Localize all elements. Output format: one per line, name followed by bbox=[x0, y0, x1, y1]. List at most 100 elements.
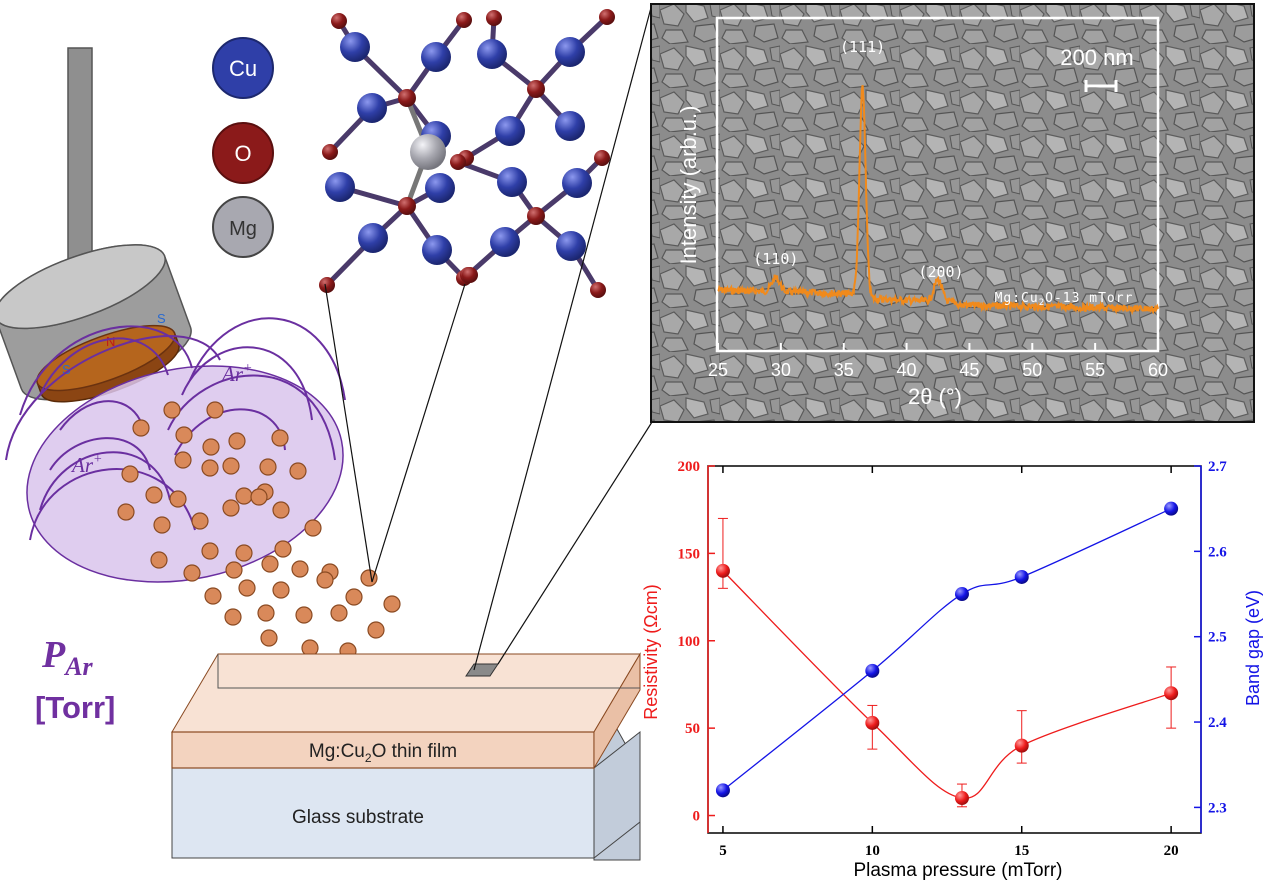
atom-legend: Cu O Mg bbox=[212, 37, 274, 258]
sputtered-atom bbox=[169, 490, 187, 508]
cu-atom bbox=[425, 173, 455, 203]
xrd-pattern-line bbox=[717, 85, 1159, 316]
sputtered-atom bbox=[330, 604, 348, 622]
chart-plot-area bbox=[707, 465, 1202, 834]
xrd-x-label: 2θ (°) bbox=[908, 384, 962, 409]
sputtered-atom bbox=[175, 426, 193, 444]
sputtered-atom bbox=[145, 486, 163, 504]
xrd-y-label: Intensity (arb.u.) bbox=[676, 106, 701, 265]
bandgap-point bbox=[865, 663, 880, 678]
chart-y-right-tick-label: 2.6 bbox=[1208, 544, 1227, 560]
ion-label-right: Ar+ bbox=[220, 361, 252, 386]
plasma-region bbox=[26, 365, 344, 583]
cu-atom bbox=[421, 42, 451, 72]
sputtered-atom bbox=[257, 604, 275, 622]
magnetron-target: S N S bbox=[0, 47, 192, 403]
thin-film-front bbox=[171, 731, 595, 769]
xrd-peak-label: (111) bbox=[840, 38, 885, 56]
sputtered-atom bbox=[238, 579, 256, 597]
bandgap-point bbox=[1014, 569, 1029, 584]
cu-atom bbox=[497, 167, 527, 197]
xrd-x-tick-label: 45 bbox=[959, 360, 979, 380]
sputtered-atom bbox=[150, 551, 168, 569]
sputtered-atom bbox=[259, 458, 277, 476]
sputtered-atom bbox=[191, 512, 209, 530]
chart-y-left-tick-label: 150 bbox=[678, 546, 701, 562]
bandgap-point bbox=[954, 587, 969, 602]
sputtered-atom bbox=[295, 606, 313, 624]
plasma-cloud: Ar+ Ar+ bbox=[5, 317, 346, 583]
cu-atom bbox=[325, 172, 355, 202]
sputtered-atom bbox=[201, 459, 219, 477]
cu-atom bbox=[555, 111, 585, 141]
chart-y-right-tick-label: 2.4 bbox=[1208, 715, 1227, 731]
scale-bar-label: 200 nm bbox=[1060, 45, 1133, 70]
cu-atom bbox=[490, 227, 520, 257]
bandgap-point bbox=[715, 783, 730, 798]
cu-atom bbox=[495, 116, 525, 146]
o-atom bbox=[486, 10, 502, 26]
xrd-x-tick-label: 30 bbox=[771, 360, 791, 380]
sputtered-atom bbox=[174, 451, 192, 469]
xrd-peak-label: (200) bbox=[918, 263, 963, 281]
sputtered-atom bbox=[383, 595, 401, 613]
magnetron-shaft bbox=[67, 47, 93, 281]
o-atom bbox=[456, 12, 472, 28]
mg-atom bbox=[410, 134, 446, 170]
sputtered-atom bbox=[272, 581, 290, 599]
o-atom bbox=[398, 89, 416, 107]
o-atom bbox=[319, 277, 335, 293]
cu-atom bbox=[562, 168, 592, 198]
chart-y-left-label: Resistivity (Ωcm) bbox=[641, 584, 661, 719]
sputtered-atom bbox=[121, 465, 139, 483]
sputtered-atom bbox=[183, 564, 201, 582]
sputtered-atom bbox=[316, 571, 334, 589]
sputtered-atom bbox=[225, 561, 243, 579]
pressure-unit: [Torr] bbox=[35, 690, 115, 725]
bandgap-point bbox=[1164, 501, 1179, 516]
pressure-symbol: PAr bbox=[41, 634, 94, 681]
cu-atom bbox=[358, 223, 388, 253]
sputtered-atom bbox=[117, 503, 135, 521]
xrd-x-tick-label: 25 bbox=[708, 360, 728, 380]
sputtered-atom bbox=[272, 501, 290, 519]
sputtered-atom bbox=[345, 588, 363, 606]
zoom-lines bbox=[324, 3, 653, 671]
sputtered-atom bbox=[304, 519, 322, 537]
sputtered-atom bbox=[274, 540, 292, 558]
chart-y-left-tick-label: 100 bbox=[678, 634, 701, 650]
xrd-x-tick-label: 55 bbox=[1085, 360, 1105, 380]
magnet-north: N bbox=[106, 334, 115, 349]
o-atom bbox=[398, 197, 416, 215]
chart-y-left-tick-label: 200 bbox=[678, 459, 701, 475]
sputtered-atom bbox=[163, 401, 181, 419]
xrd-peak-label: (110) bbox=[753, 250, 798, 268]
xrd-plot-frame bbox=[715, 16, 1160, 353]
sputtered-atom bbox=[367, 621, 385, 639]
sputtered-particles bbox=[117, 401, 401, 690]
ion-label-left: Ar+ bbox=[70, 452, 102, 477]
sputtered-atom bbox=[360, 569, 378, 587]
sputtered-atom bbox=[222, 499, 240, 517]
legend-cu-label: Cu bbox=[229, 56, 257, 81]
sputtered-atom bbox=[261, 555, 279, 573]
resistivity-point bbox=[865, 715, 880, 730]
sputtered-atom bbox=[222, 457, 240, 475]
o-atom bbox=[331, 13, 347, 29]
magnet-south-right: S bbox=[157, 311, 166, 326]
cu-atom bbox=[477, 39, 507, 69]
chart-y-left-tick-label: 0 bbox=[693, 809, 701, 825]
cu-atom bbox=[340, 32, 370, 62]
resistivity-point bbox=[715, 563, 730, 578]
resistivity-point bbox=[1164, 686, 1179, 701]
o-atom bbox=[590, 282, 606, 298]
sputtered-atom bbox=[271, 429, 289, 447]
chart-y-right-label: Band gap (eV) bbox=[1243, 590, 1263, 706]
sputtered-atom bbox=[291, 560, 309, 578]
glass-substrate-front bbox=[171, 767, 595, 859]
xrd-sample-label: Mg:Cu2O-13 mTorr bbox=[995, 291, 1134, 308]
cu-atom bbox=[422, 235, 452, 265]
